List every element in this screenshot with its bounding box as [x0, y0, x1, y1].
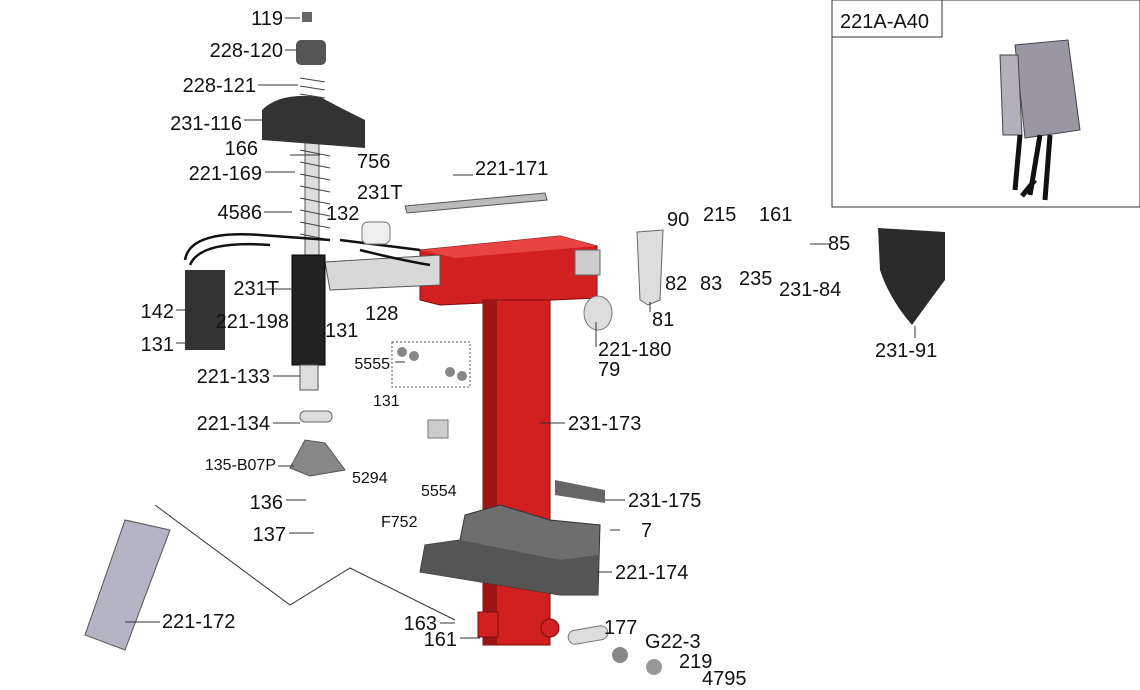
label-166: 166 — [225, 138, 258, 160]
label-221-134: 221-134 — [197, 413, 270, 435]
label-228-120: 228-120 — [210, 40, 283, 62]
label-231-175: 231-175 — [628, 490, 701, 512]
label-161-right: 161 — [759, 204, 792, 226]
label-83: 83 — [700, 273, 722, 295]
label-235: 235 — [739, 268, 772, 290]
label-221-133: 221-133 — [197, 366, 270, 388]
label-231-173: 231-173 — [568, 413, 641, 435]
label-228-121: 228-121 — [183, 75, 256, 97]
label-4586: 4586 — [218, 202, 263, 224]
label-756: 756 — [357, 151, 390, 173]
label-5555: 5555 — [354, 356, 390, 373]
label-135-B07P: 135-B07P — [205, 457, 276, 474]
label-142: 142 — [141, 301, 174, 323]
label-79: 79 — [598, 359, 620, 381]
label-132: 132 — [326, 203, 359, 225]
label-177: 177 — [604, 617, 637, 639]
part-labels: 119 228-120 228-121 231-116 166 756 221-… — [141, 8, 938, 690]
label-81: 81 — [652, 309, 674, 331]
label-F752: F752 — [381, 514, 418, 531]
label-221-171: 221-171 — [475, 158, 548, 180]
label-221-174: 221-174 — [615, 562, 688, 584]
label-136: 136 — [250, 492, 283, 514]
label-4795: 4795 — [702, 668, 747, 690]
label-219: 219 — [679, 651, 712, 673]
label-221-169: 221-169 — [189, 163, 262, 185]
label-131-arm: 131 — [325, 320, 358, 342]
inset-221A-A40: 221A-A40 — [831, 0, 1140, 208]
label-231-84: 231-84 — [779, 279, 841, 301]
label-137: 137 — [253, 524, 286, 546]
label-5294: 5294 — [352, 470, 388, 487]
label-5554: 5554 — [421, 483, 457, 500]
label-G22-3: G22-3 — [645, 631, 701, 653]
label-7: 7 — [641, 520, 652, 542]
label-231-116: 231-116 — [170, 113, 242, 135]
label-163: 163 — [404, 613, 437, 635]
label-128: 128 — [365, 303, 398, 325]
label-221-180: 221-180 — [598, 339, 671, 361]
label-85: 85 — [828, 233, 850, 255]
label-131-bracket: 131 — [141, 334, 174, 356]
label-221-172: 221-172 — [162, 611, 235, 633]
label-119: 119 — [251, 8, 283, 30]
label-131-screws: 131 — [373, 393, 400, 410]
inset-label: 221A-A40 — [840, 11, 929, 33]
label-231-91: 231-91 — [875, 340, 937, 362]
label-221-198: 221-198 — [216, 311, 289, 333]
label-231T-top: 231T — [357, 182, 403, 204]
cylinder-221-172 — [84, 519, 171, 651]
cover-231-91 — [878, 228, 945, 325]
label-215: 215 — [703, 204, 736, 226]
label-82: 82 — [665, 273, 687, 295]
label-161-bottom: 161 — [424, 629, 457, 651]
handle-231-116 — [262, 95, 365, 148]
arm — [324, 254, 441, 291]
label-231T: 231T — [233, 278, 279, 300]
label-90: 90 — [667, 209, 689, 231]
